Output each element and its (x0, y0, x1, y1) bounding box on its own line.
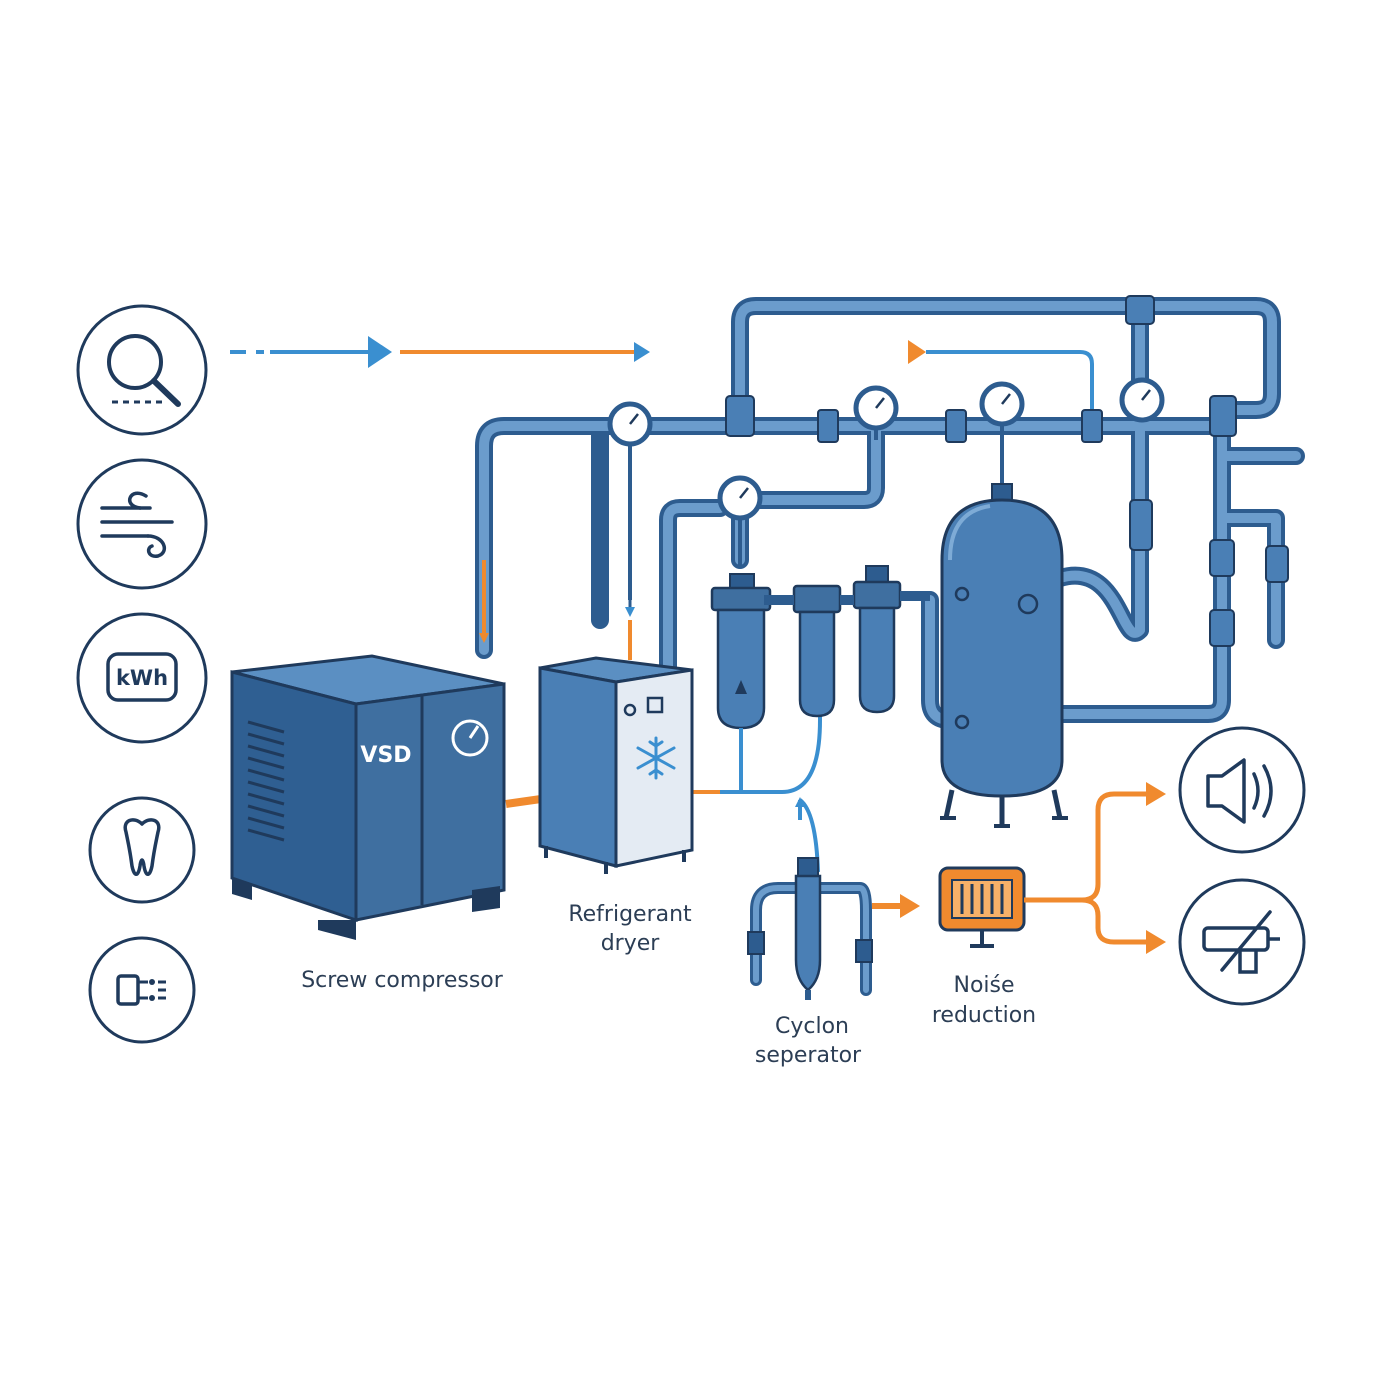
cyclone-to-noise-arrow (872, 894, 920, 918)
screw-compressor-label: Screw compressor (301, 968, 504, 993)
energy-kwh-icon: kWh (76, 612, 208, 744)
filters (710, 565, 930, 790)
cyclone-separator-label-line2: seperator (755, 1043, 862, 1068)
snowflake-icon (636, 736, 676, 780)
cyclone-separator (747, 857, 873, 1000)
speaker-sound-icon (1178, 726, 1306, 854)
air-tool-off-icon (1178, 878, 1306, 1006)
noise-output-arrows (1024, 782, 1166, 954)
top-flow-arrows (230, 336, 1094, 412)
valve-control-icon (88, 936, 196, 1044)
filter-unit (764, 584, 842, 718)
pressure-gauge-icon (853, 385, 899, 440)
vsd-label: VSD (360, 743, 411, 768)
noise-reduction-unit (938, 866, 1026, 948)
filter-unit (840, 565, 930, 714)
cyclone-separator-label-line1: Cyclon (775, 1014, 849, 1039)
air-flow-icon (76, 458, 208, 590)
noise-reduction-label-line2: reduction (932, 1003, 1036, 1028)
leak-detection-icon (76, 304, 208, 436)
noise-reduction-label-line1: Noiśe (953, 973, 1014, 998)
screw-compressor: VSD (230, 654, 506, 940)
refrigerant-dryer (538, 656, 694, 874)
pressure-gauge-icon (717, 475, 763, 566)
pipe-network (475, 295, 1305, 799)
tooth-dental-icon (88, 796, 196, 904)
refrigerant-dryer-label-line2: dryer (601, 931, 661, 956)
pressure-gauge-icon (1119, 377, 1165, 423)
kwh-label: kWh (116, 666, 168, 690)
air-receiver-tank (940, 483, 1068, 828)
filter-unit (710, 573, 772, 790)
pressure-gauge-icon (979, 381, 1025, 490)
refrigerant-dryer-label-line1: Refrigerant (568, 902, 692, 927)
